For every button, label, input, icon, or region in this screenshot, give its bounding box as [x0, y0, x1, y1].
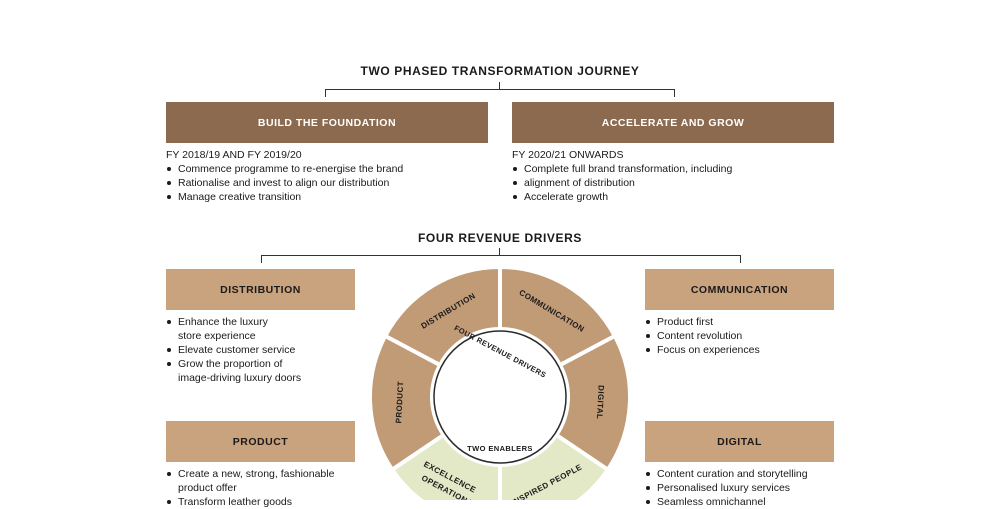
driver-product-box: PRODUCT [166, 421, 355, 462]
wheel-segment-inspired-people [498, 432, 611, 500]
wheel-label-digital: DIGITAL [595, 385, 606, 420]
phase-build-foundation-label: BUILD THE FOUNDATION [257, 116, 397, 129]
drivers-title: FOUR REVENUE DRIVERS [417, 231, 583, 245]
list-item: Focus on experiences [645, 343, 845, 357]
journey-bracket [325, 89, 675, 97]
journey-bracket-tick [499, 82, 500, 90]
driver-communication-list: Product first Content revolution Focus o… [645, 315, 845, 357]
list-item: Product first [645, 315, 845, 329]
journey-title: TWO PHASED TRANSFORMATION JOURNEY [360, 64, 640, 78]
phase-accelerate-grow-label: ACCELERATE AND GROW [601, 116, 745, 129]
wheel-label-product: PRODUCT [394, 381, 405, 424]
driver-distribution-box: DISTRIBUTION [166, 269, 355, 310]
drivers-bracket-tick [499, 248, 500, 256]
driver-communication-label: COMMUNICATION [690, 283, 789, 296]
phase-accelerate-grow-period: FY 2020/21 ONWARDS [512, 149, 624, 161]
wheel-inner-label-bottom: TWO ENABLERS [467, 444, 533, 453]
list-item: Elevate customer service [166, 343, 366, 357]
driver-communication-box: COMMUNICATION [645, 269, 834, 310]
list-item: Content curation and storytelling [645, 467, 855, 481]
list-item: Personalised luxury services [645, 481, 855, 495]
driver-distribution-label: DISTRIBUTION [220, 283, 301, 296]
driver-digital-label: DIGITAL [717, 435, 762, 448]
wheel-segment-product [368, 333, 447, 473]
list-item: Content revolution [645, 329, 845, 343]
list-item: alignment of distribution [512, 176, 842, 190]
driver-product-label: PRODUCT [232, 435, 289, 448]
list-item: Complete full brand transformation, incl… [512, 162, 842, 176]
phase-build-foundation-box: BUILD THE FOUNDATION [166, 102, 488, 143]
list-item: Manage creative transition [166, 190, 496, 204]
wheel-inner-circle [433, 330, 567, 464]
driver-digital-box: DIGITAL [645, 421, 834, 462]
phase-build-foundation-period: FY 2018/19 AND FY 2019/20 [166, 149, 302, 161]
list-item-continuation: alignment of distribution [524, 177, 635, 189]
phase-accelerate-grow-text: FY 2020/21 ONWARDS Complete full brand t… [512, 148, 842, 204]
phase-build-foundation-text: FY 2018/19 AND FY 2019/20 Commence progr… [166, 148, 496, 204]
drivers-bracket [261, 255, 741, 263]
list-item: Commence programme to re-energise the br… [166, 162, 496, 176]
list-item: Rationalise and invest to align our dist… [166, 176, 496, 190]
wheel-segment-operational-excellence [389, 432, 502, 500]
list-item: Accelerate growth [512, 190, 842, 204]
phase-accelerate-grow-box: ACCELERATE AND GROW [512, 102, 834, 143]
